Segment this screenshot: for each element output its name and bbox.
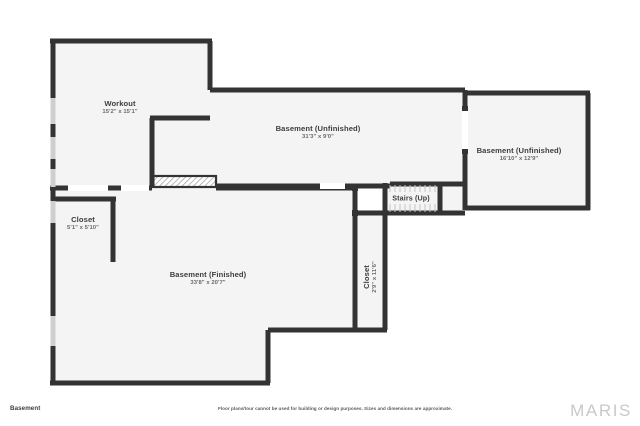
closet-center-jamb-bottom	[352, 210, 358, 216]
door-opening-workout-hall	[68, 185, 108, 191]
floor-fill-closet-center	[355, 210, 385, 330]
footer-disclaimer-text: Floor plans/tour cannot be used for buil…	[218, 406, 453, 411]
footer-bar: Basement Floor plans/tour cannot be used…	[0, 400, 640, 426]
floor-fill-workout	[52, 40, 210, 188]
floor-fill-unfinished-right	[465, 95, 588, 208]
floor-fills	[52, 40, 588, 383]
door-opening-mid	[320, 183, 345, 189]
window-icon-left-2	[50, 137, 56, 159]
door-jamb-top	[462, 106, 468, 111]
hatched-block	[150, 174, 218, 189]
windows-left-wall	[50, 98, 56, 346]
window-icon-left-3	[50, 169, 56, 187]
closet-center-jamb-top	[352, 186, 358, 191]
door-opening-unfinished-link	[462, 110, 468, 150]
maris-logo: MARIS	[570, 401, 632, 420]
stairs-label-backing	[388, 192, 436, 204]
door-jamb-bottom	[462, 149, 468, 154]
window-icon-left-1	[50, 98, 56, 124]
window-icon-left-5	[50, 316, 56, 346]
floor-fill-unfinished-main	[210, 88, 465, 188]
door-openings	[68, 106, 468, 216]
hatch-fill	[150, 174, 218, 189]
window-icon-left-4	[50, 201, 56, 223]
footer-level-label: Basement	[10, 405, 41, 412]
floor-fill-finished	[52, 188, 355, 383]
floor-plan-drawing	[50, 38, 591, 386]
door-opening-hall-2	[121, 185, 149, 191]
floor-fill-stairs-gap	[440, 183, 465, 215]
